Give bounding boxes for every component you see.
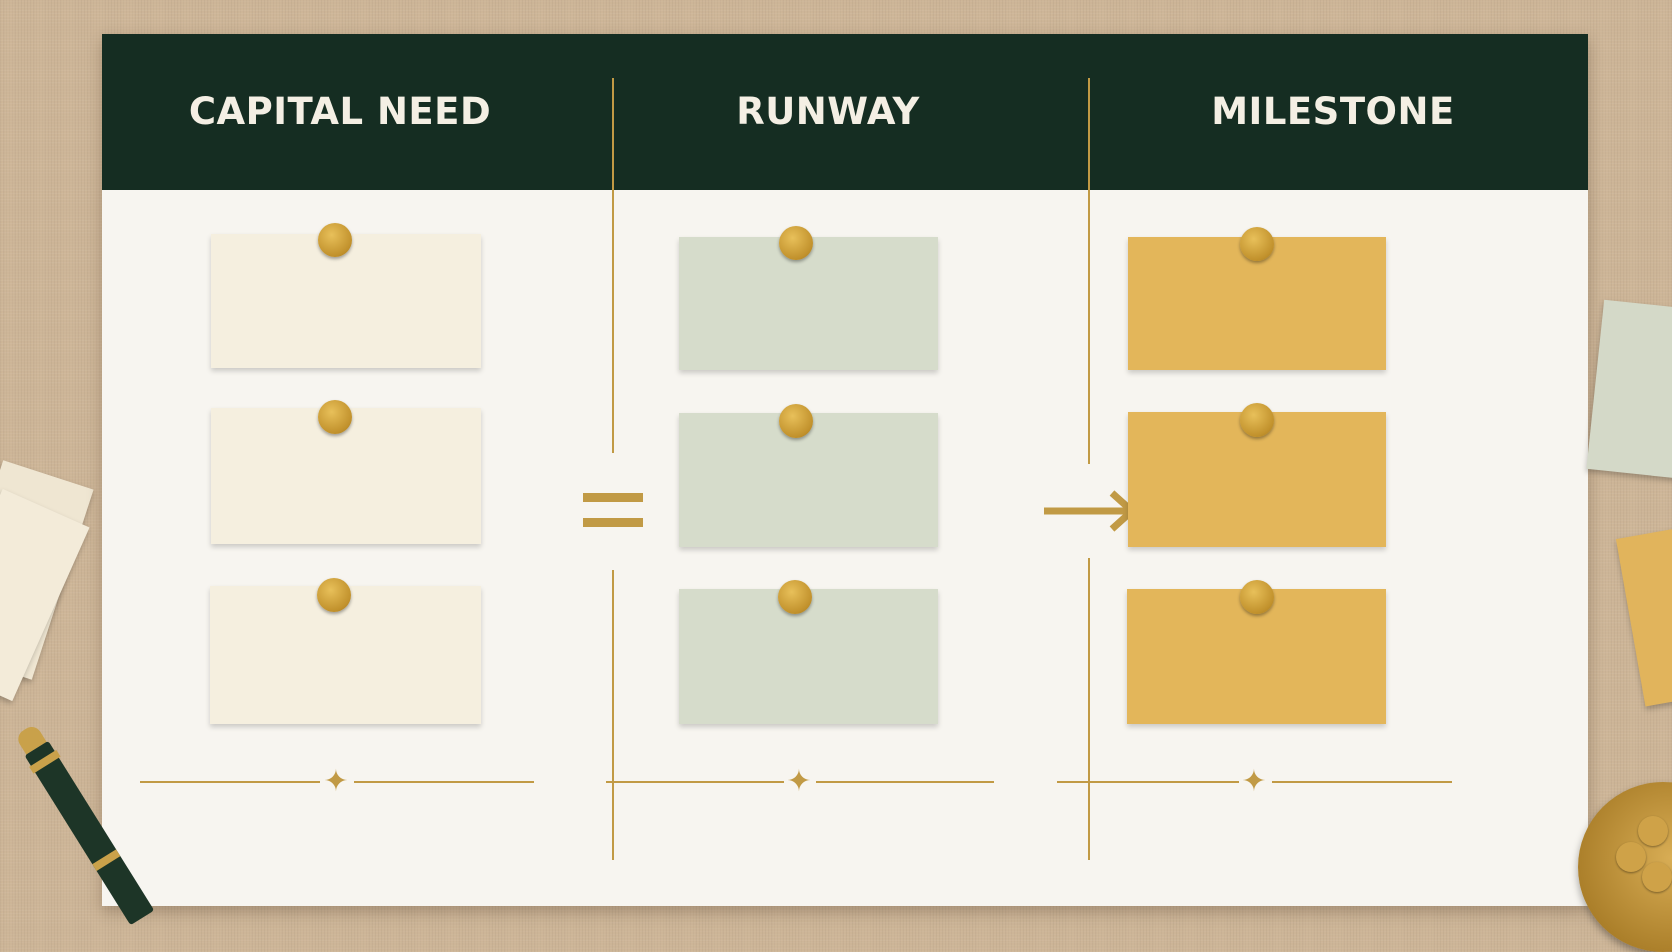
gold-note-card	[1615, 523, 1672, 707]
column-divider	[612, 570, 614, 860]
four-point-star-icon: ✦	[323, 764, 349, 799]
runway-card[interactable]	[679, 237, 938, 370]
coin-dish	[1578, 782, 1672, 952]
pin-icon	[779, 226, 813, 260]
ornament-line	[606, 781, 784, 783]
ornament-line	[1272, 781, 1452, 783]
column-title-milestone: MILESTONE	[1211, 90, 1455, 133]
pin-icon	[317, 578, 351, 612]
pin-icon	[318, 223, 352, 257]
runway-card[interactable]	[679, 413, 938, 547]
column-title-capital-need: CAPITAL NEED	[188, 90, 492, 133]
sage-note-card	[1586, 299, 1672, 481]
capital-need-card[interactable]	[211, 234, 481, 368]
board: CAPITAL NEED RUNWAY MILESTONE ✦ ✦	[102, 34, 1588, 906]
pin-icon	[1240, 580, 1274, 614]
column-divider	[1088, 558, 1090, 860]
ornament-line	[1057, 781, 1239, 783]
column-divider	[612, 78, 614, 453]
pin-icon	[1240, 227, 1274, 261]
arrow-right-icon	[1042, 486, 1142, 536]
pin-icon	[1240, 403, 1274, 437]
four-point-star-icon: ✦	[1241, 764, 1267, 799]
pin-icon	[778, 580, 812, 614]
ornament-line	[140, 781, 320, 783]
equals-icon	[583, 489, 643, 531]
column-divider	[1088, 78, 1090, 464]
pin-icon	[779, 404, 813, 438]
capital-need-card[interactable]	[210, 586, 481, 724]
column-title-runway: RUNWAY	[736, 90, 920, 133]
four-point-star-icon: ✦	[786, 764, 812, 799]
runway-card[interactable]	[679, 589, 938, 724]
ornament-line	[354, 781, 534, 783]
pin-icon	[318, 400, 352, 434]
ornament-line	[816, 781, 994, 783]
capital-need-card[interactable]	[211, 408, 481, 544]
header-bar: CAPITAL NEED RUNWAY MILESTONE	[102, 34, 1588, 190]
paper-stack-top	[0, 488, 90, 702]
